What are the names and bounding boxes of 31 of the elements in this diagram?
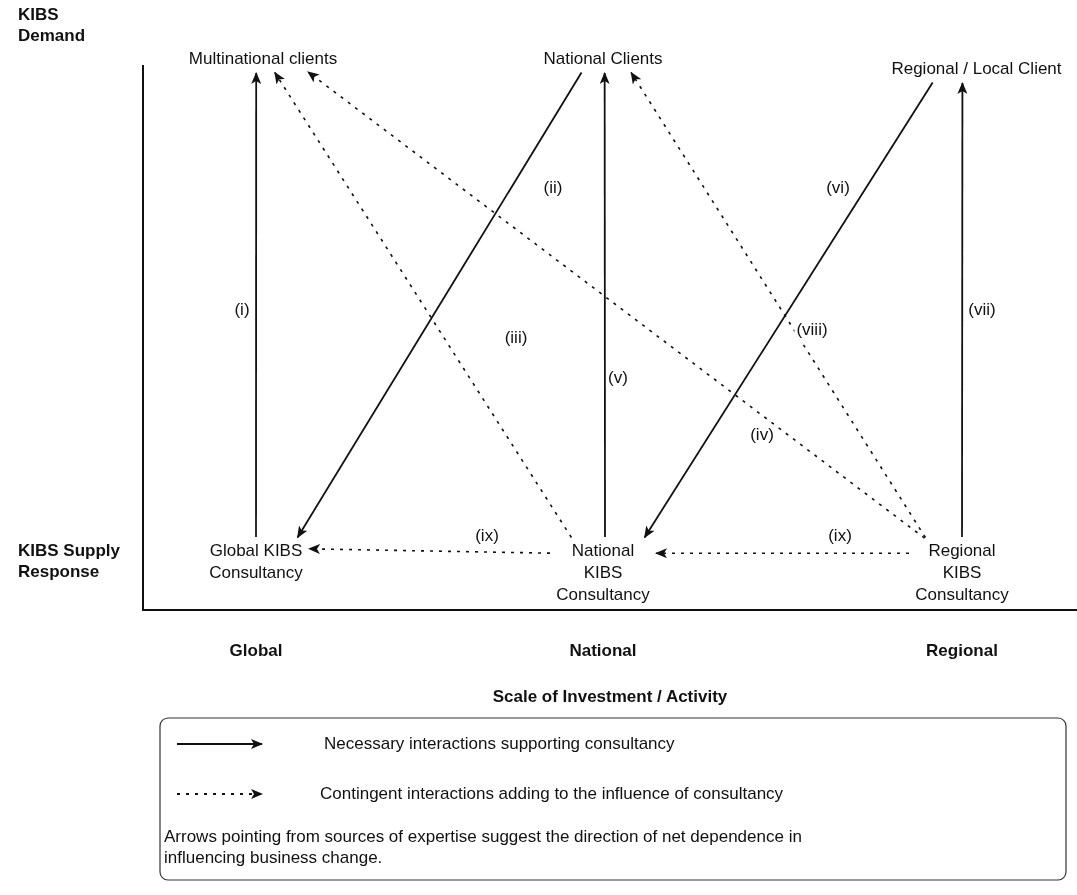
category-label: Regional: [925, 640, 999, 661]
node-label: Regional KIBS Consultancy: [912, 540, 1012, 606]
arrow: [251, 72, 262, 538]
edge-label: (iv): [748, 425, 776, 445]
node-label: National Clients: [520, 48, 686, 70]
legend-text: Necessary interactions supporting consultancy: [324, 733, 675, 754]
edge-label: (iii): [502, 328, 530, 348]
node-label: National KIBS Consultancy: [553, 540, 653, 606]
dotted-arrow: [655, 548, 910, 559]
dotted-arrow: [307, 71, 926, 539]
edge-label: (v): [606, 368, 630, 388]
legend-text: Contingent interactions adding to the influence of consultancy: [320, 783, 784, 804]
node-label: Regional / Local Client: [876, 58, 1077, 80]
edge-label: (vii): [966, 300, 998, 320]
note-text: Arrows pointing from sources of expertise suggest the direction of net dependence in influencing business change.: [164, 826, 803, 868]
node-label: Global KIBS Consultancy: [206, 540, 306, 584]
category-label: Global: [228, 640, 284, 661]
axis-title: Scale of Investment / Activity: [491, 686, 729, 707]
arrow: [957, 82, 968, 538]
node-label: Multinational clients: [178, 48, 348, 70]
category-label: National: [568, 640, 638, 661]
edge-label: (ix): [826, 526, 854, 546]
edge-label: (ix): [473, 526, 501, 546]
dotted-arrow: [308, 544, 551, 555]
arrow: [599, 72, 610, 538]
edge-label: (i): [232, 300, 252, 320]
edge-label: (ii): [541, 178, 565, 198]
axis-label: KIBS Supply Response: [18, 540, 121, 582]
axis-label: KIBS Demand: [18, 4, 87, 46]
edge-label: (viii): [794, 320, 830, 340]
edge-label: (vi): [824, 178, 852, 198]
